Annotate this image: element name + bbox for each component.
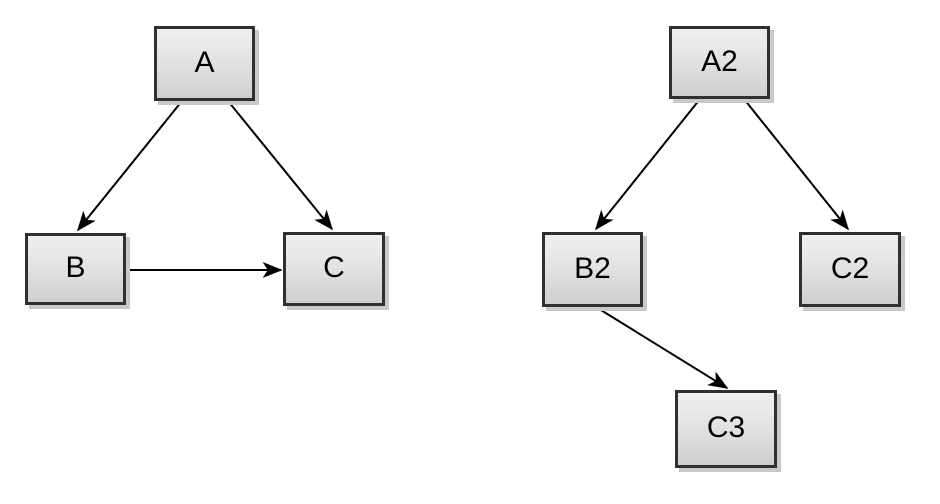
node-c[interactable]: C <box>283 232 385 306</box>
node-label-b2: B2 <box>574 251 611 285</box>
node-label-b: B <box>65 251 86 284</box>
node-label-c3: C3 <box>706 411 746 444</box>
node-a[interactable]: A <box>154 26 255 101</box>
node-c3[interactable]: C3 <box>675 390 777 468</box>
edge-a2-to-c2[interactable] <box>743 98 849 231</box>
edge-a-to-b[interactable] <box>76 100 183 232</box>
node-label-c: C <box>323 251 345 284</box>
node-b2[interactable]: B2 <box>542 232 643 307</box>
edge-b2-to-c3[interactable] <box>595 306 729 389</box>
node-c2[interactable]: C2 <box>799 232 901 307</box>
node-label-a: A <box>194 45 215 79</box>
edge-a-to-c[interactable] <box>227 100 334 231</box>
node-b[interactable]: B <box>25 233 126 305</box>
edge-a2-to-b2[interactable] <box>595 98 701 231</box>
node-label-c2: C2 <box>830 251 870 285</box>
node-a2[interactable]: A2 <box>669 26 770 99</box>
node-label-a2: A2 <box>701 44 738 78</box>
